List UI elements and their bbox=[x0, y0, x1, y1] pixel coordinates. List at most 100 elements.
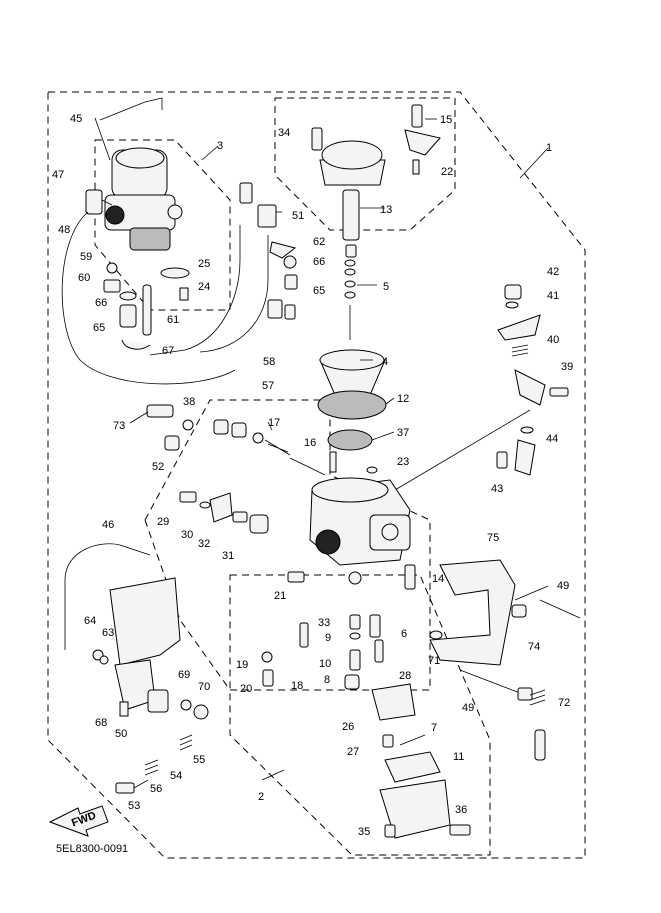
callout-7: 7 bbox=[431, 722, 437, 734]
callout-69: 69 bbox=[178, 669, 190, 681]
carb-body bbox=[309, 477, 411, 566]
callout-13: 13 bbox=[380, 204, 392, 216]
callout-31: 31 bbox=[222, 550, 234, 562]
pilot-screw-17 bbox=[213, 419, 326, 476]
callout-18: 18 bbox=[291, 680, 303, 692]
callout-34: 34 bbox=[278, 127, 290, 139]
callout-74: 74 bbox=[528, 641, 540, 653]
callout-46: 46 bbox=[102, 519, 114, 531]
callout-6: 6 bbox=[401, 628, 407, 640]
callout-70: 70 bbox=[198, 681, 210, 693]
callout-65b: 65 bbox=[313, 285, 325, 297]
callout-26: 26 bbox=[342, 721, 354, 733]
callout-30: 30 bbox=[181, 529, 193, 541]
callout-labels: 1 2 3 4 5 6 7 8 9 10 11 12 13 14 15 16 1… bbox=[52, 113, 573, 838]
callout-40: 40 bbox=[547, 334, 559, 346]
callout-53: 53 bbox=[128, 800, 140, 812]
callout-28: 28 bbox=[399, 670, 411, 682]
callout-32: 32 bbox=[198, 538, 210, 550]
callout-49a: 49 bbox=[557, 580, 569, 592]
callout-29: 29 bbox=[157, 516, 169, 528]
subassembly-boundary-3 bbox=[94, 139, 231, 311]
vent-hose bbox=[61, 211, 236, 385]
callout-14: 14 bbox=[432, 573, 444, 585]
fuel-hose-46 bbox=[64, 543, 151, 650]
callout-23: 23 bbox=[397, 456, 409, 468]
callout-61: 61 bbox=[167, 314, 179, 326]
callout-60: 60 bbox=[78, 272, 90, 284]
callout-75: 75 bbox=[487, 532, 499, 544]
top-panel-boundary bbox=[274, 97, 456, 231]
callout-63: 63 bbox=[102, 627, 114, 639]
callout-1: 1 bbox=[546, 142, 552, 154]
vent-hose-2 bbox=[149, 225, 241, 356]
callout-62: 62 bbox=[313, 236, 325, 248]
callout-4: 4 bbox=[382, 356, 388, 368]
callout-57: 57 bbox=[262, 380, 274, 392]
callout-5: 5 bbox=[383, 281, 389, 293]
callout-36: 36 bbox=[455, 804, 467, 816]
callout-16: 16 bbox=[304, 437, 316, 449]
callout-19: 19 bbox=[236, 659, 248, 671]
callout-66b: 66 bbox=[313, 256, 325, 268]
subassembly-boundary-2 bbox=[229, 574, 491, 856]
callout-51: 51 bbox=[292, 210, 304, 222]
callout-8: 8 bbox=[324, 674, 330, 686]
callout-66a: 66 bbox=[95, 297, 107, 309]
callout-37: 37 bbox=[397, 427, 409, 439]
callout-20: 20 bbox=[240, 683, 252, 695]
callout-17: 17 bbox=[268, 417, 280, 429]
callout-11: 11 bbox=[453, 751, 464, 763]
callout-27: 27 bbox=[347, 746, 359, 758]
callout-15: 15 bbox=[440, 114, 452, 126]
callout-47: 47 bbox=[52, 169, 64, 181]
callout-52: 52 bbox=[152, 461, 164, 473]
callout-56: 56 bbox=[150, 783, 162, 795]
vent-hose-3 bbox=[199, 235, 269, 353]
callout-22: 22 bbox=[441, 166, 453, 178]
callout-72: 72 bbox=[558, 697, 570, 709]
callout-50: 50 bbox=[115, 728, 127, 740]
callout-71: 71 bbox=[428, 655, 440, 667]
bracket-75 bbox=[429, 559, 516, 666]
diaphragm-12 bbox=[317, 390, 387, 420]
float-bowl bbox=[379, 779, 451, 839]
callout-42: 42 bbox=[547, 266, 559, 278]
callout-12: 12 bbox=[397, 393, 409, 405]
callout-41: 41 bbox=[547, 290, 559, 302]
callout-35: 35 bbox=[358, 826, 370, 838]
callout-67: 67 bbox=[162, 345, 174, 357]
callout-45: 45 bbox=[70, 113, 82, 125]
callout-39: 39 bbox=[561, 361, 573, 373]
assembly-boundary bbox=[47, 91, 586, 859]
callout-59: 59 bbox=[80, 251, 92, 263]
callout-25: 25 bbox=[198, 258, 210, 270]
callout-38: 38 bbox=[183, 396, 195, 408]
body-boundary bbox=[144, 399, 431, 691]
fwd-arrow-icon: FWD bbox=[48, 805, 109, 837]
ring-37 bbox=[327, 429, 373, 451]
callout-58: 58 bbox=[263, 356, 275, 368]
throttle-cable-45 bbox=[99, 97, 163, 121]
float-gasket-11 bbox=[384, 751, 441, 783]
callout-33: 33 bbox=[318, 617, 330, 629]
callout-68: 68 bbox=[95, 717, 107, 729]
leader-lines bbox=[94, 117, 549, 781]
callout-49b: 49 bbox=[462, 702, 474, 714]
callout-55: 55 bbox=[193, 754, 205, 766]
callout-64: 64 bbox=[84, 615, 96, 627]
diagram-code: 5EL8300-0091 bbox=[56, 843, 128, 855]
callout-73: 73 bbox=[113, 420, 125, 432]
needle-parts bbox=[344, 244, 357, 340]
callout-44: 44 bbox=[546, 433, 558, 445]
callout-9: 9 bbox=[325, 632, 331, 644]
callout-3: 3 bbox=[217, 140, 223, 152]
callout-2: 2 bbox=[258, 791, 264, 803]
callout-21: 21 bbox=[274, 590, 286, 602]
callout-43: 43 bbox=[491, 483, 503, 495]
callout-48: 48 bbox=[58, 224, 70, 236]
carburetor-assembly bbox=[85, 147, 183, 251]
callout-10: 10 bbox=[319, 658, 331, 670]
